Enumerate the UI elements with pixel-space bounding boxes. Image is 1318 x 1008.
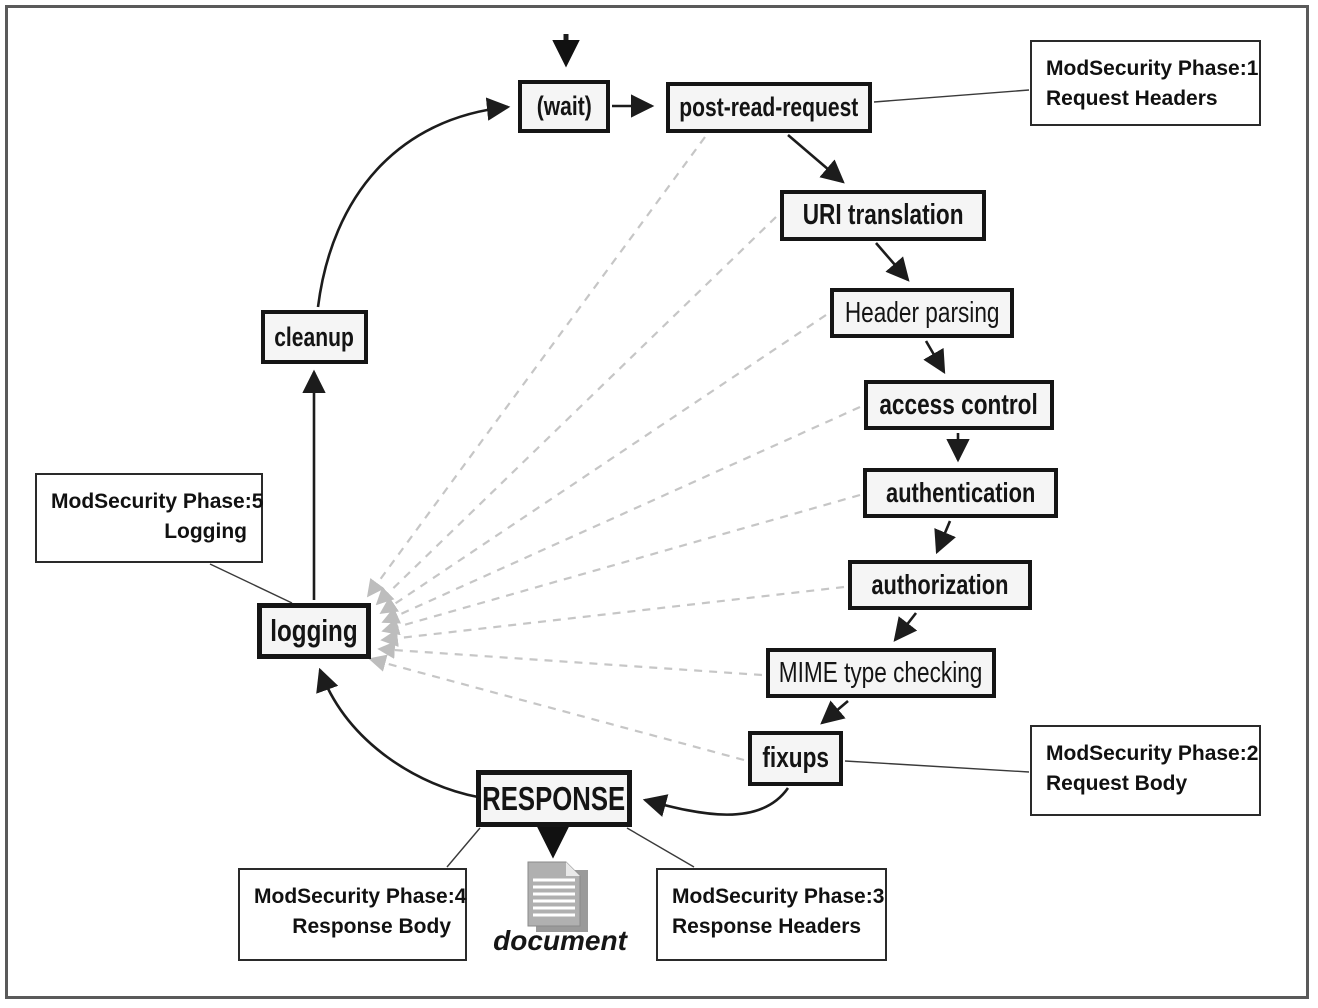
- node-wait-label: (wait): [536, 91, 592, 121]
- document-label: document: [493, 925, 627, 956]
- node-response-label: RESPONSE: [482, 779, 626, 817]
- annotation-phase1-line2: Request Headers: [1046, 87, 1218, 111]
- annotation-phase3: ModSecurity Phase:3 Response Headers: [656, 868, 887, 961]
- node-cleanup-label: cleanup: [274, 321, 355, 352]
- node-authentication-label: authentication: [885, 477, 1036, 508]
- annotation-phase1-line1: ModSecurity Phase:1: [1046, 57, 1259, 80]
- annotation-phase3-line1: ModSecurity Phase:3: [672, 885, 885, 908]
- node-header-parsing-label: Header parsing: [844, 296, 1000, 329]
- node-logging: logging: [257, 603, 371, 659]
- node-authorization: authorization: [848, 560, 1032, 610]
- node-mime-type-checking-label: MIME type checking: [779, 656, 983, 689]
- annotation-phase4-line1: ModSecurity Phase:4: [254, 885, 467, 908]
- document-icon: [527, 861, 588, 932]
- annotation-phase5-line2: Logging: [164, 520, 247, 544]
- node-post-read-request-label: post-read-request: [679, 92, 859, 122]
- annotation-phase2-line1: ModSecurity Phase:2: [1046, 742, 1259, 765]
- node-logging-label: logging: [270, 613, 358, 648]
- node-uri-translation-label: URI translation: [802, 199, 964, 231]
- annotation-phase4: ModSecurity Phase:4 Response Body: [238, 868, 467, 961]
- node-fixups: fixups: [748, 731, 843, 786]
- node-access-control: access control: [864, 380, 1054, 430]
- logging-feed-arrows: [366, 136, 861, 762]
- annotation-phase5-line1: ModSecurity Phase:5: [51, 490, 264, 513]
- annotation-phase4-line2: Response Body: [292, 915, 451, 939]
- annotation-phase2: ModSecurity Phase:2 Request Body: [1030, 725, 1261, 816]
- node-cleanup: cleanup: [261, 310, 368, 364]
- node-authorization-label: authorization: [871, 569, 1009, 600]
- node-post-read-request: post-read-request: [666, 82, 872, 133]
- node-authentication: authentication: [863, 468, 1058, 518]
- node-header-parsing: Header parsing: [830, 288, 1014, 338]
- node-fixups-label: fixups: [762, 742, 829, 774]
- flow-arrows: [302, 34, 970, 859]
- node-uri-translation: URI translation: [780, 190, 986, 241]
- annotation-phase2-line2: Request Body: [1046, 772, 1188, 796]
- annotation-phase3-line2: Response Headers: [672, 915, 862, 939]
- node-access-control-label: access control: [879, 388, 1039, 421]
- node-mime-type-checking: MIME type checking: [766, 648, 996, 698]
- annotation-connectors: [209, 89, 1030, 868]
- annotation-phase5: ModSecurity Phase:5 Logging: [35, 473, 263, 563]
- node-response: RESPONSE: [476, 770, 632, 827]
- node-wait: (wait): [518, 80, 610, 133]
- annotation-phase1: ModSecurity Phase:1 Request Headers: [1030, 40, 1261, 126]
